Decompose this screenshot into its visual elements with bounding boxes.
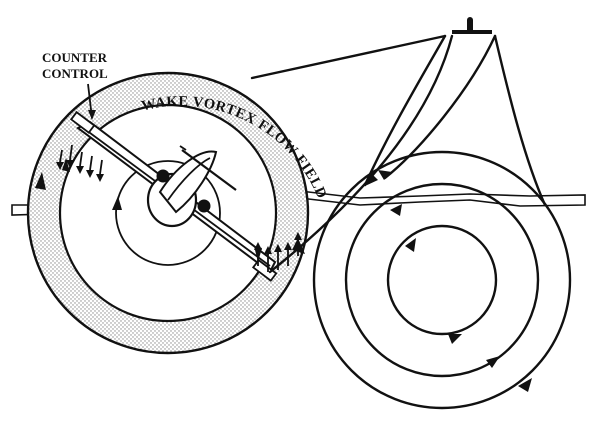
airflow-arrowheads-right: [254, 232, 302, 254]
rotation-arrows-right: [390, 204, 532, 392]
aileron-left: [69, 110, 96, 134]
distant-airplane-icon: [452, 17, 492, 34]
airflow-arrows-right: [257, 238, 299, 272]
vortex-rotation-rings: [312, 150, 572, 410]
engine-right-icon: [197, 199, 211, 213]
airplane: [76, 120, 277, 274]
counter-control-label-line2: CONTROL: [42, 66, 108, 81]
wake-connector-lines: [250, 34, 547, 274]
airflow-arrows-left: [59, 144, 103, 175]
engine-left-icon: [156, 169, 170, 183]
airflow-arrowheads-left: [56, 160, 104, 182]
counter-control-label-line1: COUNTER: [42, 50, 108, 65]
svg-text:COUNTER CONTROL: COUNTER CONTROL: [42, 50, 110, 81]
